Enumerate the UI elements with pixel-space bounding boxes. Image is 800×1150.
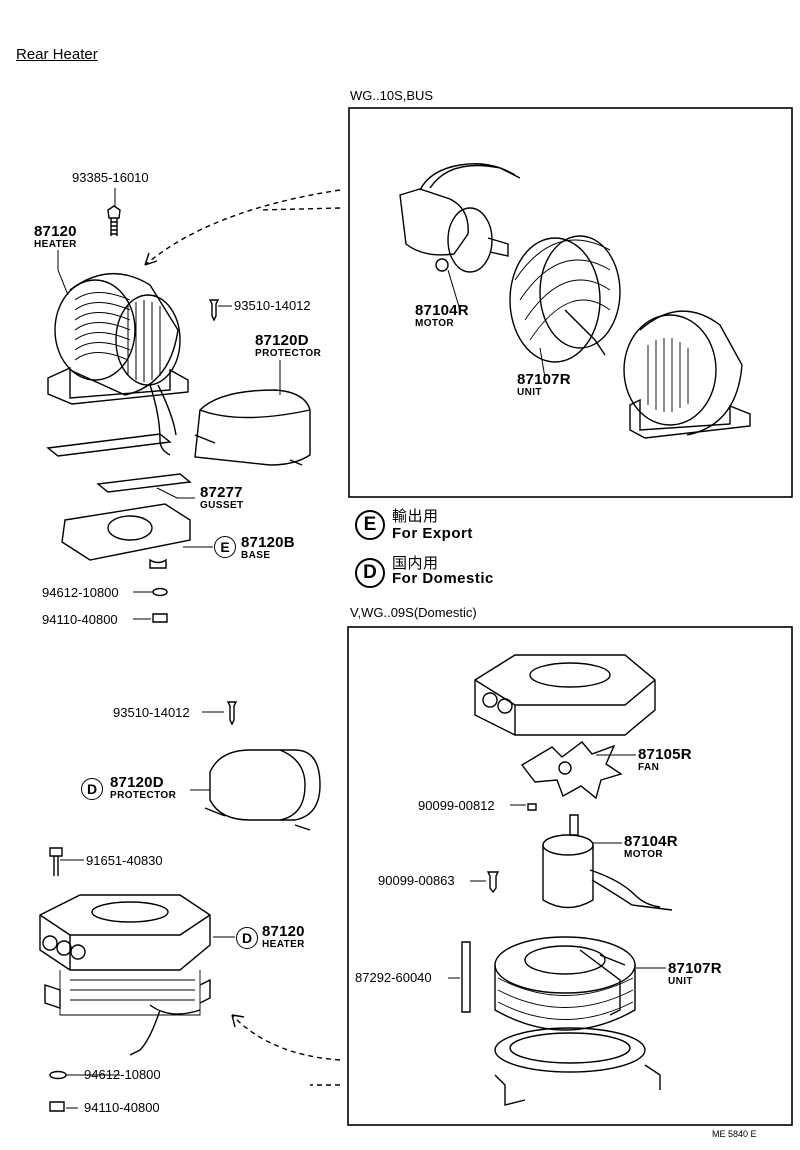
- part-unit-87107r-top-name: UNIT: [517, 387, 542, 398]
- part-screw-93510-bottom: 93510-14012: [113, 705, 190, 720]
- bottom-box-drawing: [461, 654, 673, 1106]
- arrow-top: [144, 189, 341, 266]
- base-export-marker: E: [214, 536, 236, 558]
- part-motor-87104r-top-name: MOTOR: [415, 318, 455, 329]
- part-screw-93510-top: 93510-14012: [234, 298, 311, 313]
- section-label-bottom: V,WG..09S(Domestic): [350, 605, 477, 620]
- part-motor-bottom-name: MOTOR: [624, 849, 664, 860]
- part-gusset-no: 87277: [200, 484, 243, 501]
- part-base-name: BASE: [241, 550, 271, 561]
- part-screw-90099-00863: 90099-00863: [378, 873, 455, 888]
- domestic-symbol: D: [355, 558, 385, 588]
- part-heater-bottom-no: 87120: [262, 923, 305, 940]
- heater-case-top-drawing: [623, 310, 751, 439]
- part-washer-bottom: 94612-10800: [84, 1067, 161, 1082]
- part-protector-87120d-name: PROTECTOR: [255, 348, 322, 359]
- part-gusset-name: GUSSET: [200, 500, 244, 511]
- bottom-left-drawing: [39, 701, 321, 1112]
- domestic-label: For Domestic: [392, 570, 494, 587]
- part-protector-bottom-name: PROTECTOR: [110, 790, 177, 801]
- part-nut-90099-00812: 90099-00812: [418, 798, 495, 813]
- part-fan-name: FAN: [638, 762, 660, 773]
- part-heater-87120-no: 87120: [34, 223, 77, 240]
- leader-lines: [57, 188, 666, 1109]
- part-protector-bottom-no: 87120D: [110, 774, 164, 791]
- part-nut-top: 94110-40800: [42, 612, 118, 627]
- export-label: For Export: [392, 525, 473, 542]
- part-base-no: 87120B: [241, 534, 295, 551]
- footer-code: ME 5840 E: [712, 1129, 757, 1139]
- unit-87107r-top-drawing: [509, 235, 621, 363]
- part-bolt-91651: 91651-40830: [86, 853, 163, 868]
- arrow-bottom: [231, 1014, 341, 1061]
- protector-domestic-marker: D: [81, 778, 103, 800]
- part-unit-bottom-no: 87107R: [668, 960, 722, 977]
- part-motor-87104r-top-no: 87104R: [415, 302, 469, 319]
- part-screw-93385: 93385-16010: [72, 170, 149, 185]
- protector-87120d-top-drawing: [194, 299, 311, 466]
- part-heater-87120-name: HEATER: [34, 239, 77, 250]
- part-motor-bottom-no: 87104R: [624, 833, 678, 850]
- motor-87104r-top-drawing: [399, 163, 521, 273]
- part-clip-87292: 87292-60040: [355, 970, 432, 985]
- section-label-top: WG..10S,BUS: [350, 88, 434, 103]
- part-unit-87107r-top-no: 87107R: [517, 371, 571, 388]
- part-heater-bottom-name: HEATER: [262, 939, 305, 950]
- export-native-label: 輸出用: [392, 508, 439, 525]
- part-unit-bottom-name: UNIT: [668, 976, 693, 987]
- page-title: Rear Heater: [16, 46, 98, 63]
- export-symbol: E: [355, 510, 385, 540]
- heater-87120-drawing: [46, 205, 192, 623]
- part-washer-top: 94612-10800: [42, 585, 119, 600]
- part-protector-87120d-no: 87120D: [255, 332, 309, 349]
- bottom-section-box: [347, 626, 793, 1126]
- part-fan-no: 87105R: [638, 746, 692, 763]
- domestic-native-label: 国内用: [392, 555, 439, 572]
- part-nut-bottom: 94110-40800: [84, 1100, 160, 1115]
- heater-domestic-marker: D: [236, 927, 258, 949]
- top-section-box: [348, 107, 793, 498]
